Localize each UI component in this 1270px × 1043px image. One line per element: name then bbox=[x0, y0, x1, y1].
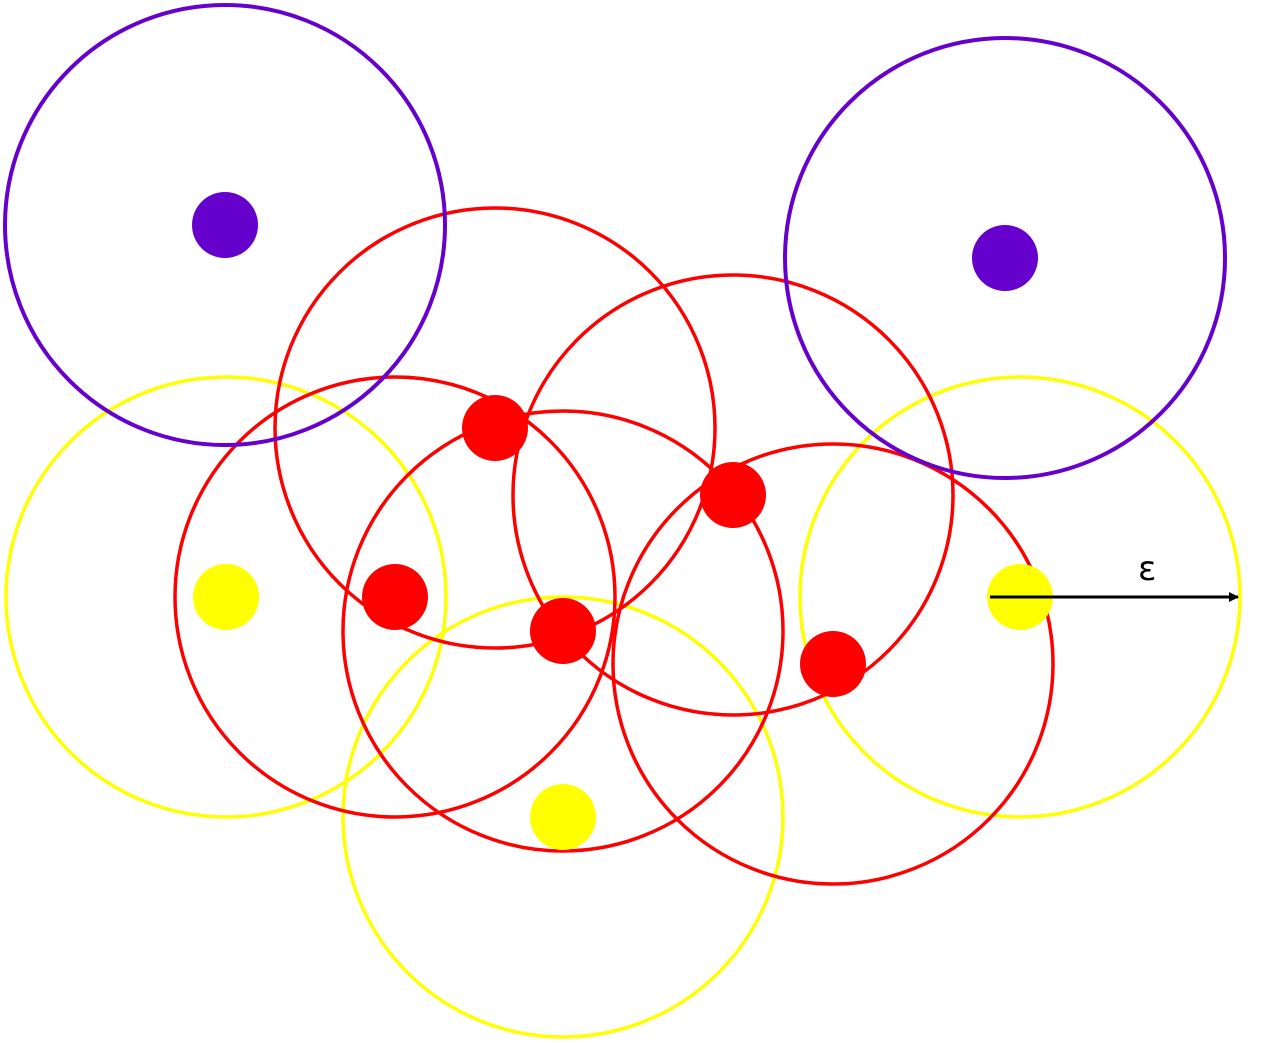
data-points bbox=[192, 192, 1053, 850]
core-point bbox=[462, 395, 528, 461]
border-point-neighborhood-circle bbox=[4, 375, 448, 819]
noise-point bbox=[192, 192, 258, 258]
core-point-neighborhood-circle bbox=[341, 409, 785, 853]
core-point-neighborhood-circle bbox=[611, 442, 1055, 886]
noise-point-neighborhood-circle bbox=[783, 36, 1227, 480]
core-point-neighborhood-circle bbox=[511, 273, 955, 717]
epsilon-neighborhoods bbox=[3, 3, 1242, 1039]
border-point bbox=[193, 564, 259, 630]
noise-point-neighborhood-circle bbox=[3, 3, 447, 447]
core-point bbox=[700, 462, 766, 528]
core-point-neighborhood-circle bbox=[273, 206, 717, 650]
core-point bbox=[800, 631, 866, 697]
epsilon-label: ε bbox=[1138, 549, 1156, 589]
core-point bbox=[530, 598, 596, 664]
core-point-neighborhood-circle bbox=[173, 375, 617, 819]
border-point-neighborhood-circle bbox=[341, 595, 785, 1039]
border-point bbox=[530, 784, 596, 850]
border-point-neighborhood-circle bbox=[798, 375, 1242, 819]
noise-point bbox=[972, 225, 1038, 291]
core-point bbox=[362, 564, 428, 630]
